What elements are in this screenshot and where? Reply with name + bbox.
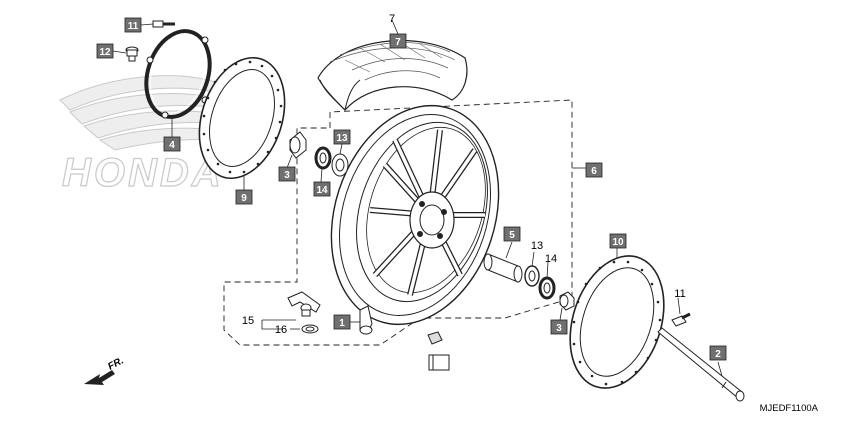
- brake-disc-left: [198, 56, 286, 180]
- bearing-right: [524, 265, 540, 287]
- label-14-text: 14: [545, 253, 557, 265]
- leader-13-left: [339, 143, 343, 155]
- callout-3-left: 3: [278, 166, 296, 182]
- svg-text:6: 6: [591, 166, 597, 177]
- callout-12: 12: [96, 43, 114, 59]
- front-wheel: [330, 104, 500, 326]
- label-11-text: 11: [674, 288, 685, 300]
- balance-weight: [427, 331, 450, 371]
- leader-15-16: [261, 319, 296, 330]
- callout-9: 9: [235, 189, 253, 205]
- label-16-text: 16: [275, 324, 287, 336]
- svg-text:3: 3: [556, 323, 562, 334]
- honda-wing-watermark: [59, 75, 216, 151]
- callout-5: 5: [503, 226, 521, 242]
- callout-13-left: 13: [333, 129, 351, 145]
- collar-left: [289, 131, 307, 159]
- callout-7: 7: [389, 33, 407, 49]
- svg-text:3: 3: [284, 170, 290, 181]
- front-axle: [657, 327, 745, 402]
- tire: [317, 40, 468, 111]
- dust-seal-left: [314, 146, 332, 170]
- valve-washer: [301, 324, 319, 334]
- valve-stem-straight: [359, 305, 373, 335]
- callout-4: 4: [163, 136, 181, 152]
- leader-7: [391, 19, 399, 35]
- brake-disc-right: [569, 255, 665, 389]
- svg-text:14: 14: [316, 185, 328, 196]
- label-13-text: 13: [531, 240, 543, 252]
- label-15-text: 15: [242, 315, 254, 327]
- valve-stem-angled: [287, 291, 321, 317]
- svg-text:4: 4: [169, 140, 175, 151]
- svg-text:2: 2: [715, 349, 721, 360]
- pulser-ring: [144, 29, 212, 119]
- svg-text:9: 9: [241, 193, 247, 204]
- callout-14-left: 14: [313, 181, 331, 197]
- callout-3-right: 3: [550, 319, 568, 335]
- svg-text:12: 12: [99, 47, 111, 58]
- collar-right: [559, 291, 575, 311]
- leader-3-left: [286, 154, 293, 169]
- svg-text:11: 11: [128, 21, 139, 32]
- bolt-12: [125, 46, 139, 62]
- svg-text:10: 10: [612, 237, 624, 248]
- leader-14-left: [320, 167, 323, 183]
- callout-6: 6: [585, 162, 603, 178]
- leader-5: [505, 241, 513, 259]
- svg-text:5: 5: [509, 230, 515, 241]
- leader-11-right: [677, 297, 681, 315]
- callout-2: 2: [709, 345, 727, 361]
- svg-text:FR.: FR.: [106, 355, 125, 372]
- callout-1: 1: [333, 314, 351, 330]
- dust-seal-right: [538, 276, 556, 300]
- bolt-11-top: [152, 20, 175, 28]
- bearing-left: [331, 153, 349, 177]
- callout-11-top: 11: [124, 17, 142, 33]
- assembly-boundary: [223, 99, 573, 346]
- svg-text:7: 7: [395, 37, 401, 48]
- svg-text:13: 13: [336, 133, 348, 144]
- leader-14-right: [546, 261, 549, 279]
- front-direction-arrow: FR.: [84, 355, 126, 385]
- honda-brand-watermark: HONDA: [62, 151, 224, 195]
- diagram-code: MJEDF1100A: [760, 403, 819, 414]
- leader-2: [717, 361, 723, 377]
- callout-10: 10: [609, 233, 627, 249]
- distance-collar: [483, 253, 523, 283]
- leader-13-right: [531, 251, 535, 267]
- leader-3-right: [559, 307, 563, 321]
- svg-text:1: 1: [339, 318, 345, 329]
- label-7-text: 7: [389, 13, 395, 25]
- bolt-11-right: [671, 312, 691, 327]
